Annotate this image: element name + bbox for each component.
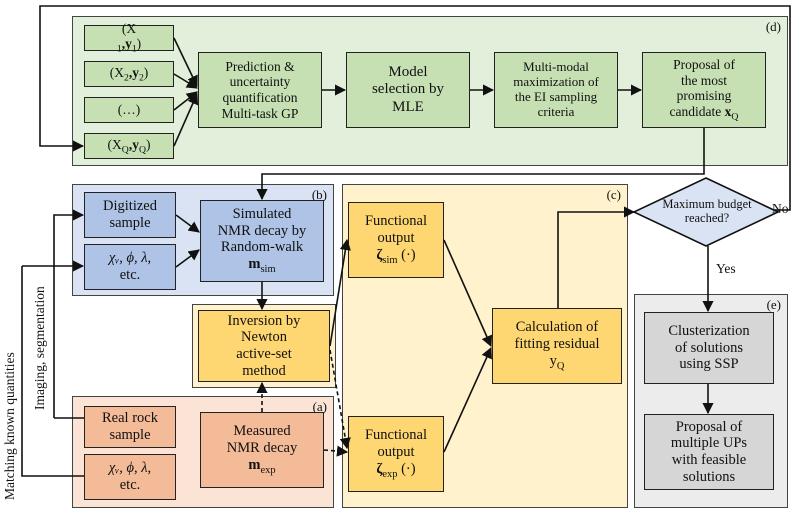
real-rock-sample-box: Real rock sample [84, 406, 176, 448]
functional-output-exp-box: Functional output ζexp (·) [348, 416, 444, 492]
arrow-input1-prediction [173, 37, 198, 88]
decision-label: Maximum budget reached? [662, 197, 752, 225]
sim-params-box: χᵥ, ϕ, λ, etc. [84, 244, 176, 290]
region-a-label: (a) [312, 399, 327, 414]
arrow-funcexp-residual [443, 346, 492, 453]
clusterization-box: Clusterization of solutions using SSP [644, 312, 774, 384]
arrow-digitized-simulated [175, 214, 200, 233]
multiple-ups-box: Proposal of multiple UPs with feasible s… [644, 414, 774, 490]
exp-params-box: χᵥ, ϕ, λ, etc. [84, 454, 176, 500]
matching-known-quantities-label: Matching known quantities [2, 352, 17, 500]
gp-input-2: (X2,y2) [84, 61, 174, 87]
decision-yes-label: Yes [716, 261, 736, 276]
gp-prediction-box: Prediction & uncertainty quantification … [198, 52, 322, 128]
arrow-input4-prediction [173, 92, 199, 147]
arrow-residual-decision [557, 206, 636, 308]
imaging-segmentation-label: Imaging, segmentation [32, 286, 47, 410]
digitized-sample-box: Digitized sample [84, 192, 176, 238]
inversion-newton-box: Inversion by Newton active-set method [198, 310, 330, 382]
line-params-to-matching [21, 266, 84, 477]
arrow-proposal-simulated [256, 128, 705, 201]
simulated-nmr-box: Simulated NMR decay by Random-walk msim [200, 200, 324, 282]
arrow-input2-prediction [173, 73, 198, 89]
region-d-label: (d) [765, 19, 781, 34]
gp-input-q: (XQ,yQ) [84, 133, 174, 159]
decision-no-label: No [772, 201, 789, 216]
arrow-inversion-funcexp [329, 349, 351, 450]
arrow-no-loop-to-inputs [39, 5, 791, 211]
decision-diamond [632, 177, 780, 247]
functional-output-sim-box: Functional output ζsim (·) [348, 202, 444, 278]
gp-ei-maximization-box: Multi-modal maximization of the EI sampl… [494, 52, 618, 128]
gp-model-selection-box: Model selection by MLE [346, 52, 470, 128]
gp-input-ellipsis: (…) [84, 97, 174, 123]
gp-proposal-box: Proposal of the most promising candidate… [642, 52, 766, 128]
arrow-funcsim-residual [443, 239, 493, 348]
region-b-label: (b) [311, 187, 327, 202]
arrow-inversion-funcsim [329, 238, 351, 347]
arrow-measured-funcexp [323, 445, 349, 457]
region-c-label: (c) [606, 187, 621, 202]
arrow-params-simulated [175, 249, 200, 268]
region-e-label: (e) [766, 297, 781, 312]
fitting-residual-box: Calculation of fitting residual yQ [492, 308, 622, 384]
arrow-imaging-to-digitized [53, 209, 85, 418]
measured-nmr-box: Measured NMR decay mexp [200, 412, 324, 488]
